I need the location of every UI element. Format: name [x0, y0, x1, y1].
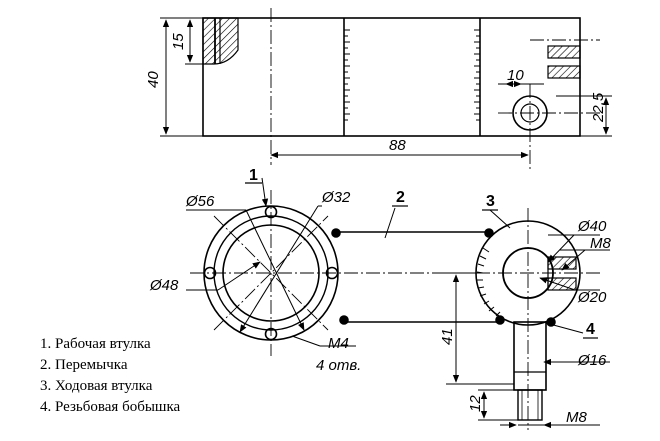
dim-height-15: 15 [170, 33, 187, 50]
part-callouts: 1 2 3 4 [245, 167, 598, 339]
dim-holes-count: 4 отв. [316, 357, 361, 374]
front-view-dimensions [160, 17, 612, 159]
plan-view-dimensions [186, 177, 610, 429]
legend-item: 4. Резьбовая бобышка [40, 399, 181, 415]
callout-3: 3 [486, 193, 495, 210]
legend-item: 1. Рабочая втулка [40, 336, 151, 352]
threaded-boss [513, 321, 547, 391]
plan-view [190, 190, 600, 430]
callout-2: 2 [396, 189, 405, 206]
dim-height-22-5: 22,5 [590, 92, 607, 123]
parts-legend: 1. Рабочая втулка 2. Перемычка 3. Ходова… [40, 334, 180, 418]
boss-thread [517, 389, 543, 421]
dim-width-10: 10 [507, 67, 524, 84]
dim-height-40: 40 [145, 71, 162, 88]
dim-thread-m8-bottom: M8 [566, 409, 587, 426]
section-hatch-right [547, 45, 581, 59]
dim-height-12: 12 [467, 395, 484, 412]
legend-item: 3. Ходовая втулка [40, 378, 153, 394]
dim-diameter-16: Ø16 [577, 352, 607, 369]
dimension-labels: 40 15 10 22,5 88 Ø56 Ø32 Ø48 M4 4 отв. Ø… [145, 33, 611, 426]
dim-diameter-32: Ø32 [321, 189, 351, 206]
dim-thread-m4: M4 [328, 335, 349, 352]
legend-item: 2. Перемычка [40, 357, 128, 373]
front-view [202, 8, 600, 170]
dim-diameter-20: Ø20 [577, 289, 607, 306]
dim-thread-m8-top: M8 [590, 235, 611, 252]
dim-height-41: 41 [439, 328, 456, 345]
dim-diameter-56: Ø56 [185, 193, 215, 210]
dim-diameter-48: Ø48 [149, 277, 179, 294]
callout-1: 1 [249, 167, 258, 184]
dim-diameter-40: Ø40 [577, 218, 607, 235]
dim-width-88: 88 [389, 137, 406, 154]
callout-4: 4 [586, 321, 595, 338]
